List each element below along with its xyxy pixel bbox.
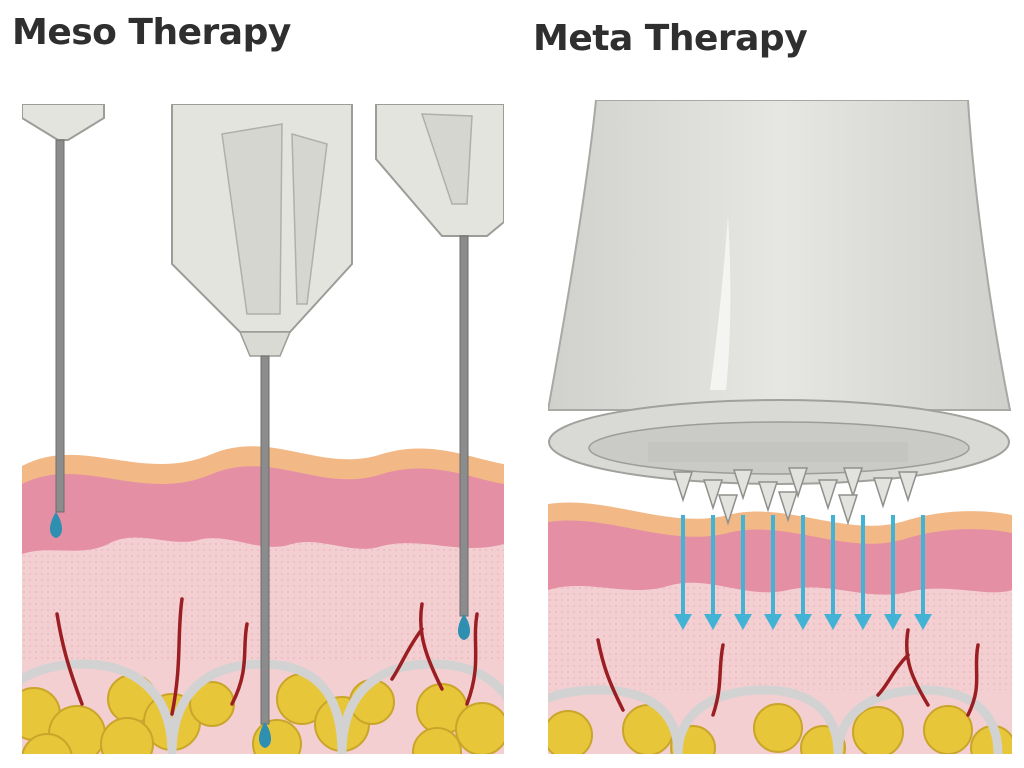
microneedle: [817, 479, 839, 511]
delivery-arrow: [854, 515, 872, 630]
microneedle: [702, 479, 724, 511]
microneedle: [872, 477, 894, 509]
delivery-arrow: [884, 515, 902, 630]
medication-drop: [50, 512, 62, 538]
large-syringe: [171, 104, 353, 748]
small-syringe: [22, 104, 105, 538]
fascia-arches: [548, 685, 1003, 754]
microneedle: [837, 494, 859, 526]
blood-vessels: [596, 628, 980, 717]
delivery-arrows: [674, 515, 932, 630]
medication-drop: [458, 614, 470, 640]
microneedle: [757, 481, 779, 513]
microneedle: [787, 467, 809, 499]
meta-therapy-illustration: [548, 100, 1012, 754]
delivery-arrow: [704, 515, 722, 630]
delivery-arrow: [734, 515, 752, 630]
meso-therapy-illustration: [22, 104, 504, 754]
microneedle: [777, 491, 799, 523]
meta-therapy-title: Meta Therapy: [533, 18, 808, 59]
medication-drop: [259, 722, 271, 748]
delivery-arrow: [764, 515, 782, 630]
device-highlight: [710, 215, 731, 390]
delivery-arrow: [914, 515, 932, 630]
blood-vessels: [55, 597, 479, 716]
delivery-arrow: [824, 515, 842, 630]
meta-therapy-device: [548, 100, 1012, 485]
microneedle: [897, 471, 919, 503]
microneedle: [672, 471, 694, 503]
meso-therapy-title: Meso Therapy: [12, 12, 291, 53]
medium-syringe: [375, 104, 504, 640]
microneedle: [717, 494, 739, 526]
delivery-arrow: [794, 515, 812, 630]
microneedle: [842, 467, 864, 499]
delivery-arrow: [674, 515, 692, 630]
microneedle-array: [672, 467, 919, 526]
microneedle: [732, 469, 754, 501]
